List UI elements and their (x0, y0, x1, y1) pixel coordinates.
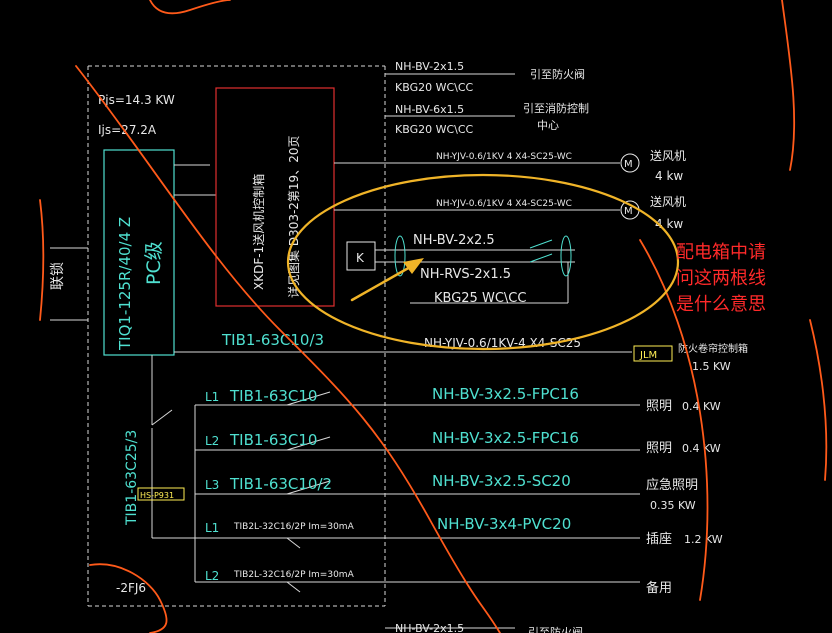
branch-5-phase: L2 (205, 569, 219, 583)
question-line-2: 问这两根线 (676, 268, 766, 289)
bottom-cable: NH-BV-2x1.5 (395, 622, 464, 633)
branch-3-breaker: TIB1-63C10/2 (229, 475, 332, 493)
control-cable-1: NH-BV-2x2.5 (413, 233, 495, 248)
controller-box (215, 87, 335, 307)
branch-breaker-label: TIB1-63C25/3 (124, 430, 140, 526)
branch-2-cable: NH-BV-3x2.5-FPC16 (432, 429, 579, 447)
k-relay-box (346, 241, 376, 271)
pc-grade-label: PC级 (143, 241, 165, 285)
circuit-2-dest2: 中心 (537, 119, 559, 132)
jlm-tag: JLM (639, 350, 657, 361)
fan-1-cable: NH-YJV-0.6/1KV 4 X4-SC25-WC (436, 152, 572, 162)
motor-1-icon: M (620, 153, 640, 173)
branch-3-phase: L3 (205, 478, 219, 492)
branch-3-power: 0.35 KW (650, 499, 696, 512)
branch-4-phase: L1 (205, 521, 219, 535)
circuit-1-conduit: KBG20 WC\CC (395, 81, 474, 94)
branch-4-load: 插座 (646, 532, 672, 547)
fan-1-power: 4 kw (655, 169, 683, 183)
main-bus-lines (151, 164, 385, 582)
ijs-label: Ijs=27.2A (98, 123, 157, 137)
branch-4-power: 1.2 KW (684, 533, 723, 546)
control-cable-2: NH-RVS-2x1.5 (420, 267, 511, 282)
branch-5-load: 备用 (646, 580, 672, 596)
linkage-label: 联锁 (50, 262, 66, 290)
circuit-1-dest: 引至防火阀 (530, 67, 585, 81)
circuit-1-cable: NH-BV-2x1.5 (395, 60, 464, 73)
jlm-name: 防火卷帘控制箱 (678, 342, 748, 355)
svg-text:M: M (624, 206, 633, 217)
branch-2-load: 照明 (646, 441, 672, 456)
branch-3-cable: NH-BV-3x2.5-SC20 (432, 472, 571, 490)
jlm-cable: NH-YJV-0.6/1KV-4 X4-SC25 (424, 336, 581, 350)
question-line-3: 是什么意思 (676, 294, 766, 315)
svg-text:M: M (624, 159, 633, 170)
branch-2-phase: L2 (205, 434, 219, 448)
box-id-label: -2FJ6 (116, 581, 146, 595)
linkage-lines (50, 247, 88, 321)
branch-5-breaker: TIB2L-32C16/2P Im=30mA (233, 570, 355, 580)
control-cable-conduit: KBG25 WC\CC (434, 291, 526, 306)
branch-2-breaker: TIB1-63C10 (229, 431, 317, 449)
controller-title: XKDF-1送风机控制箱 (251, 174, 266, 290)
top-circuit-lines (385, 73, 515, 117)
fan-2-name: 送风机 (650, 194, 686, 209)
branch-circuit-lines (195, 391, 640, 593)
fan-circuit-lines (334, 162, 620, 211)
jlm-power: 1.5 KW (692, 360, 731, 373)
circuit-2-dest: 引至消防控制 (523, 101, 589, 115)
circuit-2-cable: NH-BV-6x1.5 (395, 103, 464, 116)
fan-2-cable: NH-YJV-0.6/1KV 4 X4-SC25-WC (436, 199, 572, 209)
fan-1-name: 送风机 (650, 148, 686, 163)
branch-2-power: 0.4 KW (682, 442, 721, 455)
annotation-scribbles (39, 0, 828, 633)
jlm-breaker: TIB1-63C10/3 (221, 331, 324, 349)
bottom-dest: 引至防火阀 (528, 625, 583, 633)
branch-1-breaker: TIB1-63C10 (229, 387, 317, 405)
circuit-2-conduit: KBG20 WC\CC (395, 123, 474, 136)
branch-1-phase: L1 (205, 390, 219, 404)
control-cable-lines (375, 235, 575, 304)
jlm-tag-box (633, 345, 673, 362)
pjs-label: Pjs=14.3 KW (98, 93, 175, 107)
k-relay-label: K (356, 251, 365, 265)
highlight-ellipse (286, 173, 680, 351)
branch-3-load: 应急照明 (646, 477, 698, 493)
branch-4-cable: NH-BV-3x4-PVC20 (437, 515, 571, 533)
branch-4-breaker: TIB2L-32C16/2P Im=30mA (233, 522, 355, 532)
main-breaker-label: TIQ1-125R/40/4 Z (116, 217, 134, 351)
branch-1-load: 照明 (646, 399, 672, 414)
highlight-arrow (350, 258, 424, 302)
branch-1-cable: NH-BV-3x2.5-FPC16 (432, 385, 579, 403)
branch-1-power: 0.4 KW (682, 400, 721, 413)
distribution-box-outline (87, 65, 386, 607)
question-line-1: 配电箱中请 (676, 242, 766, 263)
hs-tag-box (137, 487, 185, 501)
controller-ref: 详见图集 D303-2第19、20页 (286, 136, 301, 298)
hs-tag-label: HS-P931 (140, 491, 174, 500)
